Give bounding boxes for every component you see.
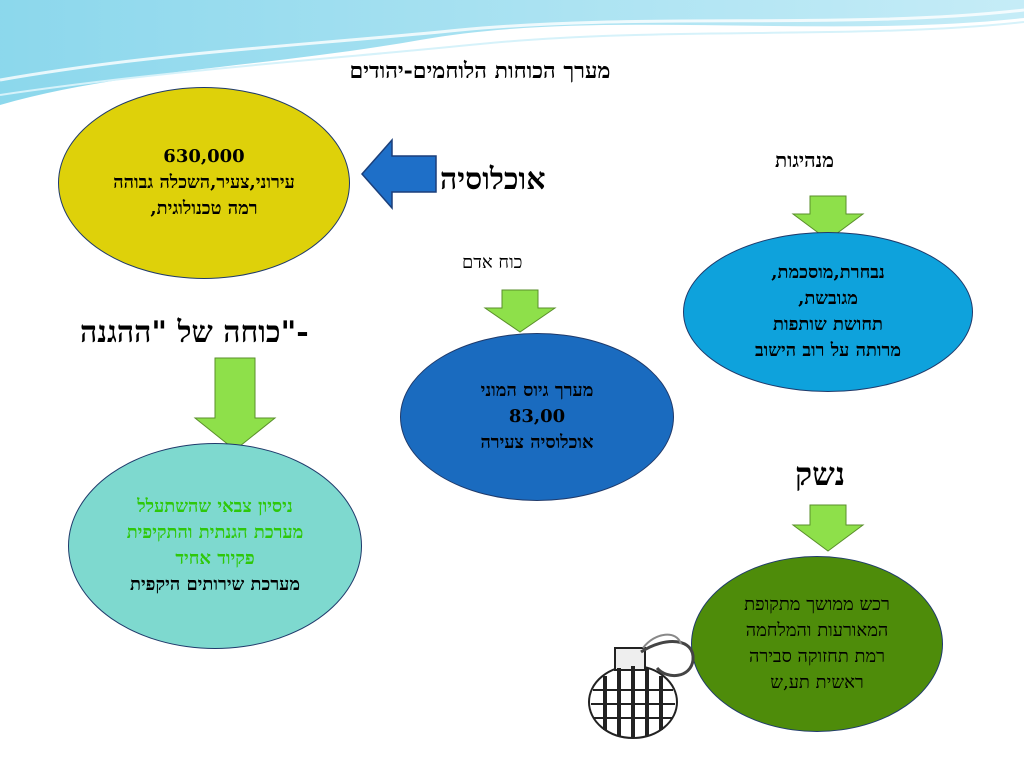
population-arrow (360, 138, 437, 210)
population-line: רמה טכנולוגית, (150, 198, 258, 220)
population-ellipse: 630,000 עירוני,צעיר,השכלה גבוהה רמה טכנו… (58, 87, 350, 279)
manpower-ellipse: מערך גיוס המוני 83,00 אוכלוסיה צעירה (400, 333, 674, 501)
haganah-line: מערכת הגנתית והתקיפית (126, 521, 304, 543)
leadership-line: נבחרת,מוסכמת, (771, 261, 885, 283)
manpower-line: אוכלוסיה צעירה (480, 432, 594, 454)
haganah-line: מערכת שירותים היקפית (129, 574, 301, 596)
weapons-line: ראשית תע,ש (770, 672, 864, 694)
haganah-line: פקיוד אחיד (175, 548, 255, 569)
manpower-line: מערך גיוס המוני (480, 379, 594, 401)
haganah-line: ניסיון צבאי שהשתעלל (137, 495, 293, 517)
haganah-arrow (193, 357, 277, 451)
grenade-icon (588, 633, 695, 739)
leadership-ellipse: נבחרת,מוסכמת, מגובשת, תחושת שותפות מרותה… (683, 232, 973, 392)
leadership-line: מרותה על רוב הישוב (754, 340, 902, 362)
weapons-line: המאורעות והמלחמה (745, 619, 889, 641)
haganah-label: -"כוחה של "ההגנה (80, 315, 309, 350)
page-title: מערך הכוחות הלוחמים-יהודים (349, 58, 611, 84)
population-line: עירוני,צעיר,השכלה גבוהה (113, 171, 295, 193)
leadership-arrow (791, 195, 865, 241)
weapons-line: רמת תחזוקה סבירה (749, 646, 886, 667)
haganah-ellipse: ניסיון צבאי שהשתעלל מערכת הגנתית והתקיפי… (68, 443, 362, 649)
population-line: 630,000 (163, 145, 245, 167)
weapons-label: נשק (795, 455, 846, 493)
manpower-label: כוח אדם (462, 252, 523, 273)
header-waves (0, 0, 1024, 105)
weapons-line: רכש ממושך מתקופת (744, 593, 890, 615)
manpower-arrow (483, 289, 557, 333)
weapons-arrow (791, 504, 865, 552)
weapons-ellipse: רכש ממושך מתקופת המאורעות והמלחמה רמת תח… (691, 556, 943, 732)
leadership-line: מגובשת, (798, 287, 858, 309)
leadership-label: מנהיגות (775, 148, 835, 172)
manpower-line: 83,00 (508, 405, 566, 427)
leadership-line: תחושת שותפות (773, 314, 883, 335)
population-label: אוכלוסיה (440, 162, 546, 197)
